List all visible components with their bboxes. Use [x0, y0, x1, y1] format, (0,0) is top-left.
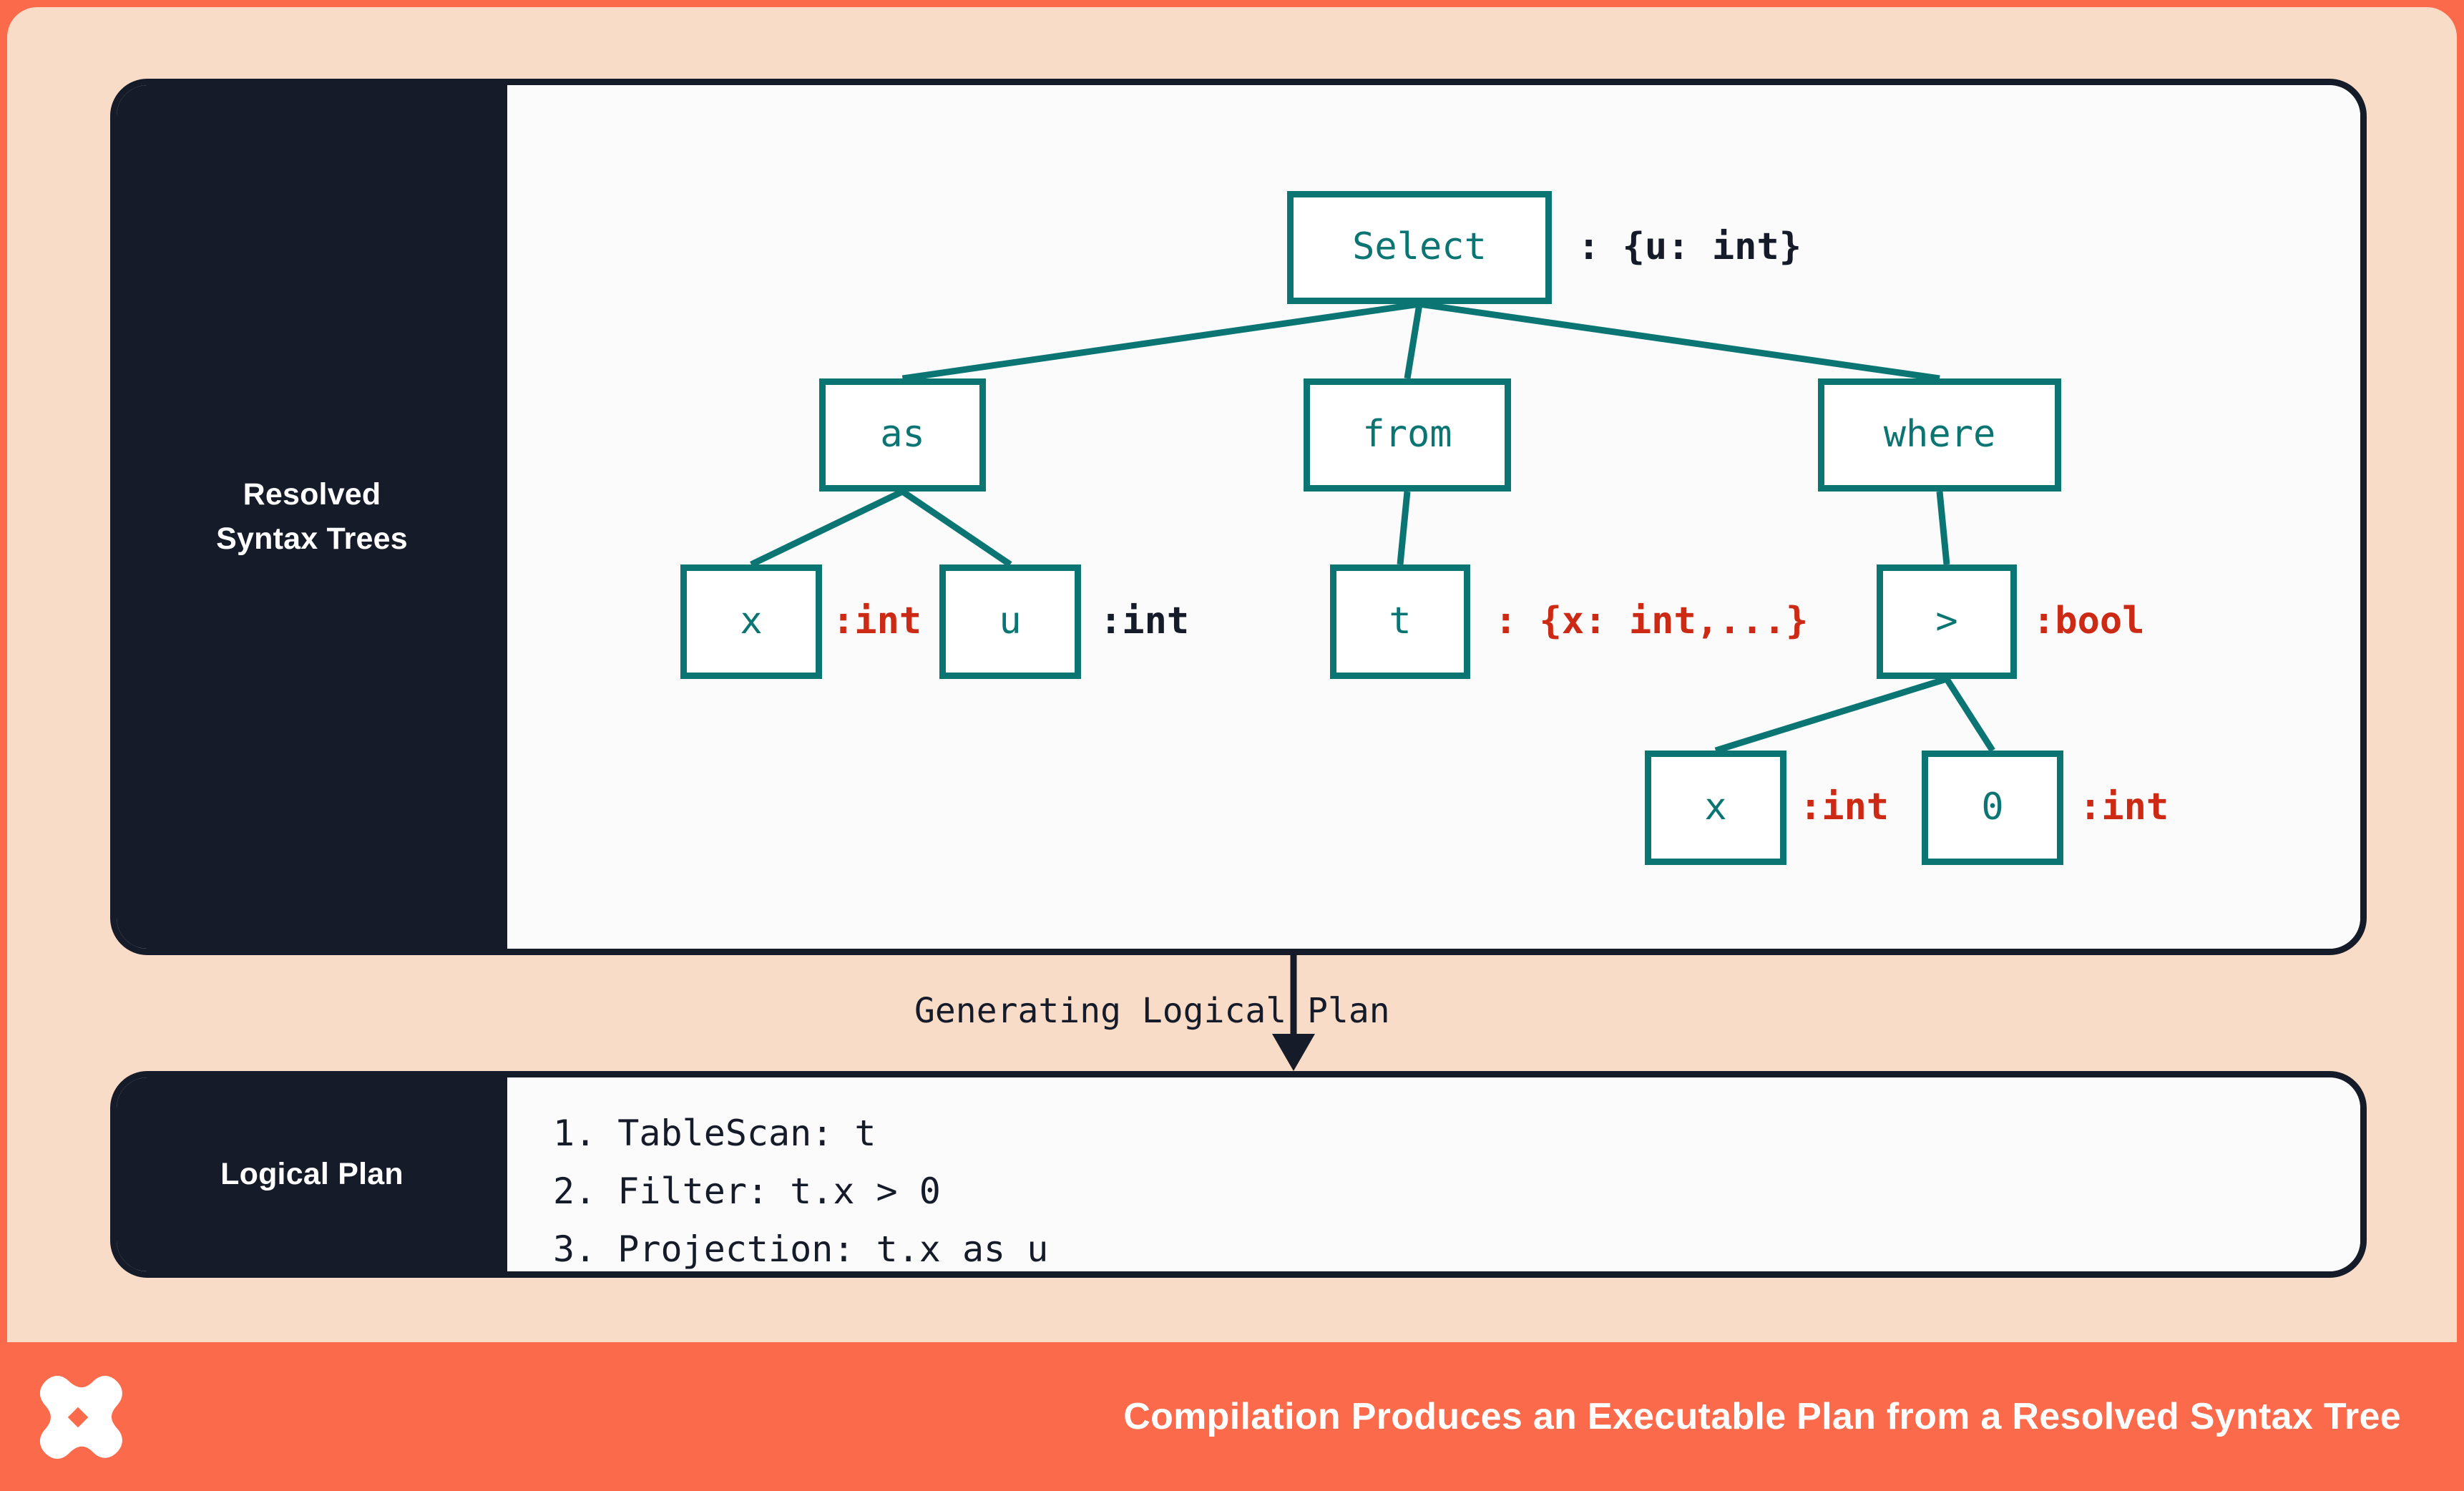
- tree-node-as-x[interactable]: x :int: [680, 564, 922, 679]
- tree-node-gt[interactable]: > :bool: [1877, 564, 2145, 679]
- tree-node-box: [1818, 378, 2061, 492]
- tree-node-from-t[interactable]: t : {x: int,...}: [1330, 564, 1809, 679]
- tree-node-label: Select: [1352, 225, 1487, 268]
- rst-label-line2: Syntax Trees: [216, 521, 408, 556]
- resolved-syntax-trees-panel: Resolved Syntax Trees Select : {u: int} as…: [110, 79, 2367, 955]
- tree-node-box: [939, 564, 1081, 679]
- resolved-syntax-trees-body: Select : {u: int} as from where x :int u :int t : …: [507, 85, 2360, 949]
- tree-edge: [900, 489, 1012, 567]
- tree-node-label: where: [1884, 413, 1996, 456]
- tree-edge: [1936, 491, 1950, 565]
- tree-edge: [901, 300, 1420, 382]
- tree-edge: [1944, 677, 1995, 753]
- tree-node-box: [1922, 751, 2063, 865]
- tree-node-label: as: [880, 413, 925, 456]
- tree-node-annotation: : {x: int,...}: [1495, 600, 1808, 642]
- tree-edge: [1714, 675, 1948, 754]
- tree-node-box: [1877, 564, 2017, 679]
- tree-node-annotation: :int: [1100, 600, 1189, 642]
- tree-node-annotation: :int: [1799, 786, 1889, 828]
- tree-edge: [1404, 303, 1423, 379]
- tree-node-label: x: [1704, 786, 1726, 828]
- tree-node-box: [680, 564, 822, 679]
- logical-plan-label: Logical Plan: [117, 1077, 507, 1271]
- footer-bar: Compilation Produces an Executable Plan …: [0, 1342, 2464, 1491]
- tree-node-label: from: [1362, 413, 1452, 456]
- tree-node-box: [819, 378, 986, 492]
- tree-node-label: u: [999, 600, 1021, 642]
- tree-node-box: [1304, 378, 1511, 492]
- tree-node-label: x: [740, 600, 762, 642]
- tree-node-as-u[interactable]: u :int: [939, 564, 1190, 679]
- footer-title: Compilation Produces an Executable Plan …: [1123, 1396, 2401, 1437]
- butterfly-x-logo-icon: [39, 1376, 122, 1459]
- resolved-syntax-trees-label: Resolved Syntax Trees: [117, 85, 507, 949]
- tree-edges: [750, 300, 1995, 754]
- diagram-canvas: Resolved Syntax Trees Select : {u: int} as…: [7, 7, 2457, 1342]
- syntax-tree-graphic: Select : {u: int} as from where x :int u :int t : …: [680, 191, 2169, 865]
- tree-edge: [750, 488, 904, 568]
- rst-label-line1: Resolved: [243, 477, 381, 512]
- tree-node-box: [1287, 191, 1552, 304]
- tree-node-annotation: :int: [832, 600, 921, 642]
- tree-node-gt-0[interactable]: 0 :int: [1922, 751, 2169, 865]
- tree-node-as[interactable]: as: [819, 378, 986, 492]
- tree-node-from[interactable]: from: [1304, 378, 1511, 492]
- tree-node-select[interactable]: Select : {u: int}: [1287, 191, 1802, 304]
- pipeline-connector: Generating Logical Plan: [110, 955, 2367, 1071]
- tree-edge: [1397, 491, 1411, 565]
- tree-node-label: 0: [1981, 786, 2003, 828]
- tree-node-label: t: [1389, 600, 1411, 642]
- logical-plan-step: 2. Filter: t.x > 0: [553, 1170, 941, 1212]
- logical-plan-panel: Logical Plan 1. TableScan: t 2. Filter: t…: [110, 1071, 2367, 1278]
- tree-node-box: [1645, 751, 1786, 865]
- arrow-down-icon: [1272, 955, 1315, 1071]
- tree-node-annotation: :bool: [2033, 600, 2145, 642]
- logical-plan-steps: 1. TableScan: t 2. Filter: t.x > 0 3. Proj…: [553, 1105, 1049, 1271]
- connector-label: Generating Logical Plan: [914, 991, 1390, 1031]
- tree-node-label: >: [1935, 600, 1957, 642]
- tree-node-annotation: : {u: int}: [1578, 225, 1801, 268]
- tree-node-where[interactable]: where: [1818, 378, 2061, 492]
- logical-plan-step: 3. Projection: t.x as u: [553, 1228, 1049, 1270]
- tree-node-annotation: :int: [2079, 786, 2169, 828]
- tree-nodes: Select : {u: int} as from where x :int u :int t : …: [680, 191, 2169, 865]
- tree-node-gt-x[interactable]: x :int: [1645, 751, 1889, 865]
- tree-node-box: [1330, 564, 1470, 679]
- logical-plan-step: 1. TableScan: t: [553, 1113, 876, 1154]
- tree-edge: [1419, 300, 1940, 382]
- logical-plan-body: 1. TableScan: t 2. Filter: t.x > 0 3. Proj…: [507, 1077, 2360, 1271]
